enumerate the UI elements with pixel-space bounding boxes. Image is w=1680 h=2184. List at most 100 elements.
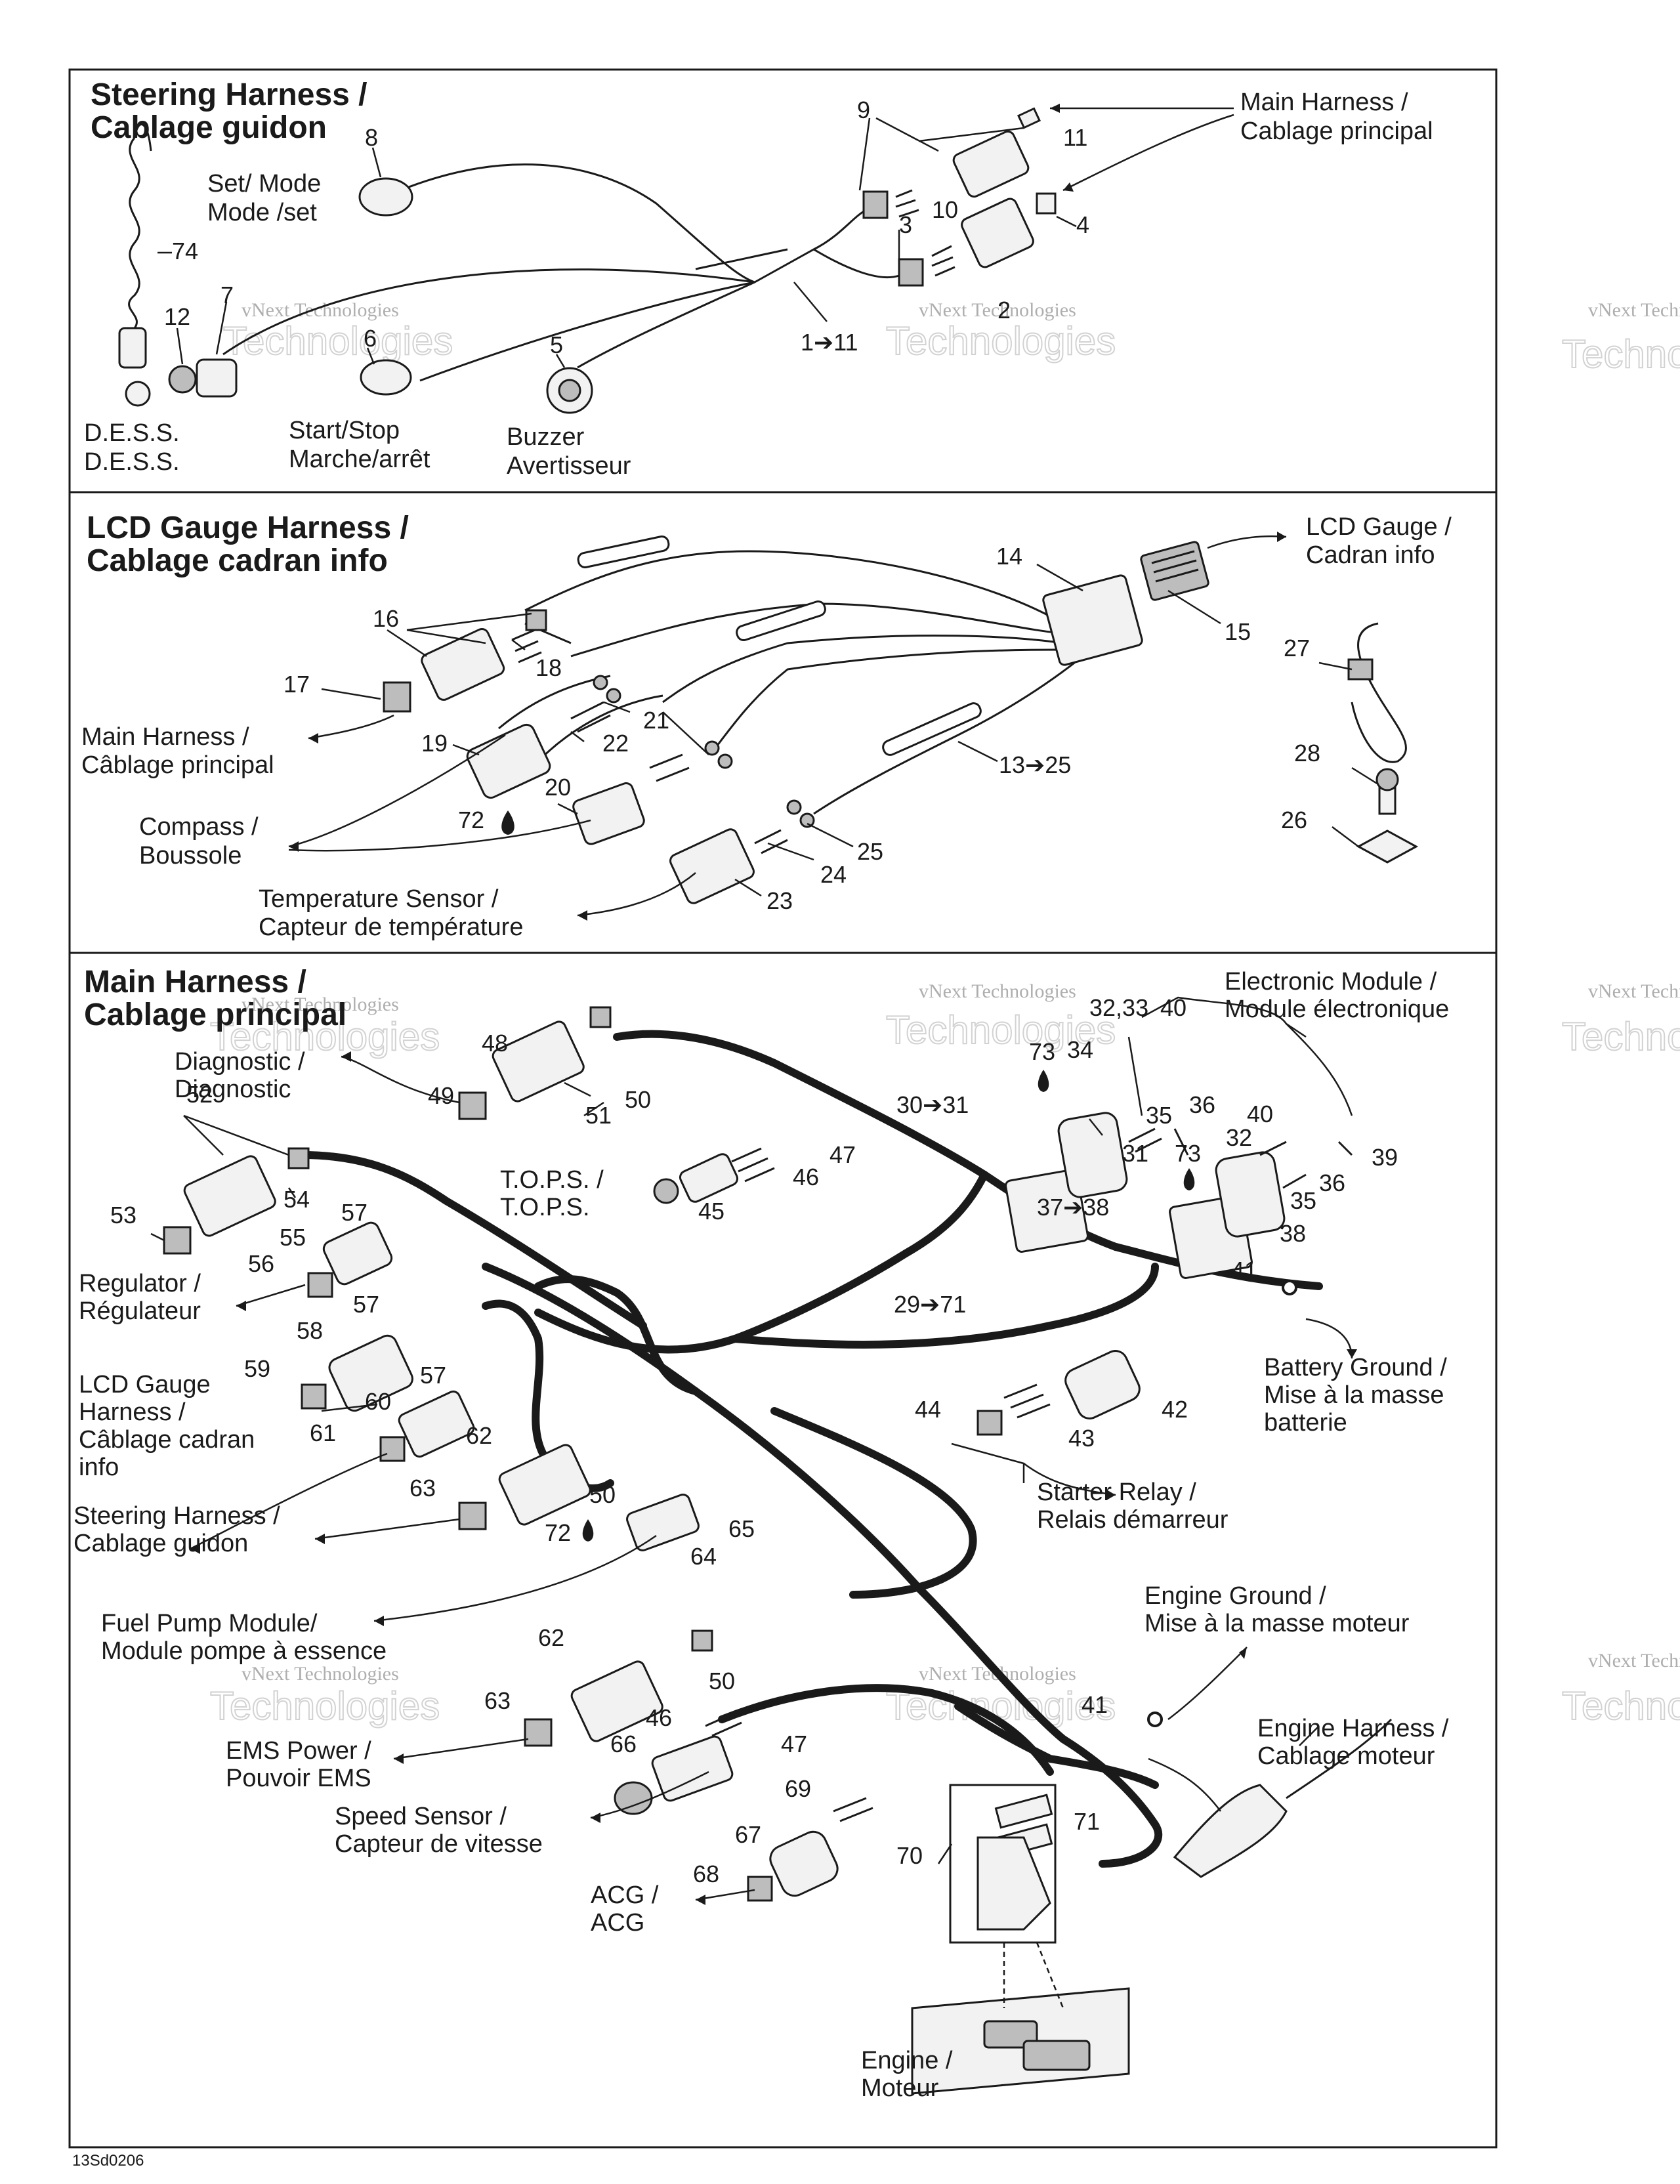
dess-post [196, 358, 238, 398]
dess-key [118, 327, 147, 369]
watermark-outline: Technologies [1562, 1684, 1680, 1728]
connector-58 [328, 1334, 413, 1412]
callout-5: 5 [550, 331, 563, 358]
ring-terminal-41a [1282, 1280, 1297, 1295]
callout-59: 59 [244, 1355, 270, 1382]
callout-73b: 73 [1175, 1140, 1201, 1167]
label-lcd-gauge-harness-1: LCD Gauge [79, 1371, 211, 1398]
callout-73: 73 [1029, 1038, 1055, 1065]
harness-sleeve-c [882, 702, 982, 756]
connector-19 [466, 723, 551, 799]
connector-52 [183, 1155, 276, 1237]
label-acg-en: ACG / [591, 1881, 659, 1909]
connector-71a [994, 1794, 1053, 1829]
seal-4 [1036, 192, 1057, 215]
label-diagnostic-en: Diagnostic / [175, 1048, 305, 1076]
callout-28: 28 [1294, 740, 1320, 766]
callout-12: 12 [164, 303, 190, 330]
wedge-56 [307, 1272, 333, 1298]
main-callouts: 32,33 40 73 34 30➔31 35 36 31 48 49 51 5… [110, 994, 1398, 1887]
label-lcd-gauge-fr: Cadran info [1306, 541, 1435, 569]
lcd-gauge-harness-section: LCD Gauge Harness / Cablage cadran info [81, 511, 1452, 941]
label-lcd-gauge-harness-2: Harness / [79, 1398, 186, 1426]
callout-53: 53 [110, 1202, 136, 1228]
callout-72b: 72 [545, 1519, 571, 1546]
callout-46: 46 [793, 1164, 819, 1190]
connector-62b [570, 1660, 663, 1742]
label-electronic-module-fr: Module électronique [1225, 996, 1449, 1023]
engine-module-frame [949, 1784, 1057, 1944]
label-start-stop-en: Start/Stop [289, 417, 400, 444]
label-buzzer-fr: Avertisseur [507, 452, 631, 480]
label-engine-fr: Moteur [861, 2074, 939, 2102]
harness-sleeve-b [736, 600, 826, 641]
callout-26: 26 [1281, 807, 1307, 833]
label-engine-harness-fr: Cablage moteur [1257, 1742, 1435, 1770]
label-speed-sensor-en: Speed Sensor / [335, 1803, 507, 1830]
engine-harness-plug [1173, 1784, 1288, 1878]
callout-58: 58 [297, 1317, 323, 1344]
tops-cap [653, 1178, 679, 1204]
label-steering-harness-fr: Cablage guidon [74, 1530, 248, 1557]
label-temp-sensor-en: Temperature Sensor / [259, 885, 499, 913]
connector-45 [679, 1153, 739, 1203]
callout-37-38: 37➔38 [1037, 1194, 1109, 1221]
callout-16: 16 [373, 605, 399, 632]
watermark-text: vNext Technologies [1588, 1650, 1680, 1671]
label-diagnostic-fr: Diagnostic [175, 1076, 291, 1103]
buzzer-center [558, 379, 581, 402]
watermark-outline: Technologies [886, 1008, 1116, 1052]
watermark-text: vNext Technologies [242, 994, 399, 1015]
seal-21a [593, 675, 608, 690]
callout-30-31: 30➔31 [896, 1091, 969, 1118]
callout-31: 31 [1122, 1140, 1148, 1167]
main-title-en: Main Harness / [84, 965, 306, 999]
ring-terminal-41b [1147, 1712, 1163, 1727]
callout-6: 6 [364, 325, 377, 352]
watermark-outline: Technologies [1562, 1015, 1680, 1059]
screw-28-head [1376, 768, 1399, 791]
label-ems-power-en: EMS Power / [226, 1737, 371, 1765]
callout-27: 27 [1284, 635, 1310, 662]
seal-50b [691, 1629, 713, 1652]
callout-42: 42 [1162, 1396, 1188, 1423]
connector-9 [952, 130, 1030, 198]
lcd-title-fr: Cablage cadran info [87, 543, 388, 578]
label-regulator-fr: Régulateur [79, 1297, 201, 1325]
dess-nut [168, 365, 197, 394]
callout-15: 15 [1225, 618, 1251, 645]
wedge-63a [458, 1502, 487, 1530]
cable-tie-27 [1351, 622, 1407, 763]
callout-10: 10 [932, 196, 958, 223]
gauge-connector-14 [1042, 574, 1143, 666]
label-tops-fr: T.O.P.S. [500, 1194, 590, 1221]
label-battery-ground-fr: Mise à la masse [1264, 1381, 1444, 1409]
label-electronic-module-en: Electronic Module / [1225, 968, 1437, 996]
wedge-10 [862, 190, 889, 219]
seal-25a [786, 799, 802, 815]
callout-63b: 63 [484, 1687, 511, 1714]
label-battery-ground-fr-2: batterie [1264, 1409, 1347, 1437]
connector-30 [1005, 1169, 1089, 1253]
callout-54: 54 [284, 1186, 310, 1213]
label-regulator-en: Regulator / [79, 1270, 201, 1297]
seal-21b [606, 688, 621, 704]
callout-71: 71 [1074, 1808, 1100, 1835]
label-dess-en: D.E.S.S. [84, 419, 180, 447]
label-compass-fr: Boussole [139, 842, 242, 870]
label-lcd-gauge-harness-3: Câblage cadran [79, 1426, 255, 1454]
callout-1-11: 1➔11 [801, 329, 858, 356]
gauge-seal-15 [1140, 541, 1209, 601]
callout-9: 9 [857, 96, 870, 123]
callout-57c: 57 [420, 1362, 446, 1389]
connector-20 [572, 782, 645, 845]
connector-55 [322, 1221, 393, 1286]
seal-50a [589, 1006, 612, 1028]
connector-2 [961, 198, 1034, 268]
label-speed-sensor-fr: Capteur de vitesse [335, 1830, 543, 1858]
connector-67 [769, 1830, 839, 1897]
callout-62: 62 [466, 1422, 492, 1449]
callout-8: 8 [365, 124, 378, 151]
pin-11 [1017, 107, 1041, 129]
